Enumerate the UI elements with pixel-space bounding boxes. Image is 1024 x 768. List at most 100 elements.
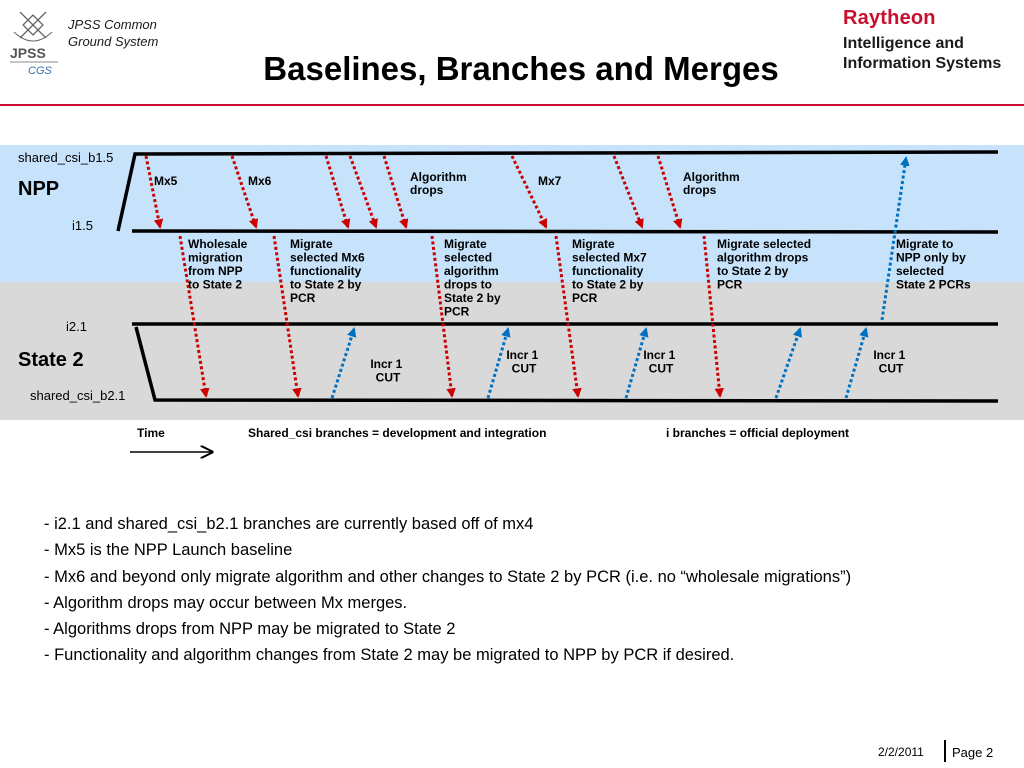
blue-arrow bbox=[774, 327, 803, 399]
red-arrow bbox=[554, 235, 582, 398]
label-incr1-cut: Incr 1 CUT bbox=[873, 348, 908, 376]
note-item: - Mx6 and beyond only migrate algorithm … bbox=[44, 567, 852, 586]
branch-line-shared-csi-b21 bbox=[134, 326, 999, 403]
legend-time: Time bbox=[137, 426, 165, 440]
branch-line-i15 bbox=[131, 229, 999, 234]
satellite-icon bbox=[13, 11, 53, 42]
branch-label-shared-csi-b21: shared_csi_b2.1 bbox=[30, 388, 125, 403]
red-arrow bbox=[702, 235, 725, 398]
notes-list: - i2.1 and shared_csi_b2.1 branches are … bbox=[44, 511, 944, 669]
label-line: State 2 by bbox=[444, 291, 501, 305]
red-arrow bbox=[612, 155, 644, 229]
legend-i-branches: i branches = official deployment bbox=[666, 426, 849, 440]
page-title: Baselines, Branches and Merges bbox=[263, 50, 779, 87]
label-line: functionality bbox=[290, 264, 362, 278]
label-line: CUT bbox=[376, 371, 401, 385]
label-incr1-cut: Incr 1 CUT bbox=[643, 348, 678, 376]
label-incr1-cut: Incr 1 CUT bbox=[506, 348, 541, 376]
label-line: algorithm drops bbox=[717, 251, 809, 265]
red-arrow bbox=[656, 155, 683, 229]
label-line: to State 2 by bbox=[290, 278, 362, 292]
legend-shared-branches: Shared_csi branches = development and in… bbox=[248, 426, 546, 440]
label-incr1-cut: Incr 1 CUT bbox=[370, 357, 405, 385]
label-line: from NPP bbox=[188, 264, 243, 278]
label-line: CUT bbox=[512, 362, 537, 376]
label-line: Algorithm bbox=[683, 170, 740, 184]
label-line: to State 2 by bbox=[572, 278, 644, 292]
label-line: selected Mx7 bbox=[572, 251, 647, 265]
label-line: Incr 1 bbox=[370, 357, 402, 371]
label-line: CUT bbox=[879, 362, 904, 376]
branch-label-shared-csi-b15: shared_csi_b1.5 bbox=[18, 150, 113, 165]
label-migrate-to-npp: Migrate to NPP only by selected State 2 … bbox=[896, 237, 971, 292]
label-algorithm-drops-2: Algorithm drops bbox=[683, 170, 743, 197]
merge-arrows-blue bbox=[330, 156, 910, 399]
brand-line2: Information Systems bbox=[843, 55, 1002, 72]
branch-line-shared-csi-b15 bbox=[116, 150, 999, 232]
label-line: NPP only by bbox=[896, 251, 966, 265]
jpss-cgs-logo: JPSS CGS bbox=[10, 11, 58, 77]
label-line: State 2 PCRs bbox=[896, 278, 971, 292]
brand-logo: Raytheon Intelligence and Information Sy… bbox=[843, 8, 1001, 74]
footer-divider bbox=[944, 740, 946, 762]
label-migrate-algorithm-1: Migrate selected algorithm drops to Stat… bbox=[444, 237, 504, 319]
state2-band bbox=[0, 282, 1024, 420]
label-line: CUT bbox=[649, 362, 674, 376]
npp-label: NPP bbox=[18, 178, 59, 200]
label-migrate-algorithm-2: Migrate selected algorithm drops to Stat… bbox=[717, 237, 814, 292]
logo-caption-line2: Ground System bbox=[68, 34, 159, 49]
red-arrow bbox=[230, 155, 259, 229]
blue-arrow bbox=[624, 327, 649, 399]
note-item: - i2.1 and shared_csi_b2.1 branches are … bbox=[44, 515, 534, 533]
blue-arrow bbox=[844, 327, 869, 399]
label-migrate-mx6: Migrate selected Mx6 functionality to St… bbox=[290, 237, 368, 305]
label-line: to State 2 by bbox=[717, 264, 789, 278]
label-mx7: Mx7 bbox=[538, 174, 562, 188]
label-wholesale-migration: Wholesale migration from NPP to State 2 bbox=[188, 237, 251, 292]
brand-line1: Intelligence and bbox=[843, 35, 964, 52]
red-arrow bbox=[324, 155, 351, 229]
footer-date: 2/2/2011 bbox=[878, 745, 924, 759]
note-item: - Algorithms drops from NPP may be migra… bbox=[44, 620, 456, 639]
blue-arrow bbox=[486, 327, 511, 399]
red-arrow bbox=[348, 155, 378, 229]
logo-caption-line1: JPSS Common bbox=[68, 17, 157, 32]
label-line: selected bbox=[896, 264, 944, 278]
label-line: Migrate bbox=[290, 237, 333, 251]
note-item: - Functionality and algorithm changes fr… bbox=[44, 646, 735, 665]
branch-merge-diagram: shared_csi_b1.5 NPP i1.5 i2.1 State 2 sh… bbox=[0, 145, 1024, 470]
red-arrow bbox=[510, 155, 548, 229]
branch-label-i15: i1.5 bbox=[72, 218, 93, 233]
header-divider bbox=[0, 104, 1024, 106]
label-line: PCR bbox=[717, 278, 743, 292]
label-line: Incr 1 bbox=[506, 348, 538, 362]
state2-label: State 2 bbox=[18, 349, 84, 371]
note-item: - Algorithm drops may occur between Mx m… bbox=[44, 593, 408, 612]
label-line: algorithm bbox=[444, 264, 499, 278]
logo-mark-jpss: JPSS bbox=[10, 45, 46, 61]
logo-caption: JPSS Common Ground System bbox=[68, 16, 158, 50]
label-line: Migrate bbox=[444, 237, 487, 251]
label-line: to State 2 bbox=[188, 278, 242, 292]
label-line: Incr 1 bbox=[643, 348, 675, 362]
label-line: Incr 1 bbox=[873, 348, 905, 362]
label-line: Migrate bbox=[572, 237, 615, 251]
label-algorithm-drops-1: Algorithm drops bbox=[410, 170, 470, 197]
label-line: Migrate selected bbox=[717, 237, 811, 251]
label-line: migration bbox=[188, 251, 243, 265]
label-mx6: Mx6 bbox=[248, 174, 272, 188]
label-line: selected bbox=[444, 251, 492, 265]
label-migrate-mx7: Migrate selected Mx7 functionality to St… bbox=[572, 237, 650, 305]
blue-arrow bbox=[330, 327, 357, 399]
label-line: PCR bbox=[444, 305, 470, 319]
note-item: - Mx5 is the NPP Launch baseline bbox=[44, 541, 293, 560]
label-line: drops bbox=[410, 183, 444, 197]
red-arrow bbox=[272, 235, 302, 398]
red-arrow bbox=[144, 155, 164, 229]
label-line: drops to bbox=[444, 278, 492, 292]
logo-mark-cgs: CGS bbox=[28, 65, 53, 77]
label-line: selected Mx6 bbox=[290, 251, 365, 265]
label-line: PCR bbox=[290, 291, 316, 305]
page-number: Page 2 bbox=[952, 745, 994, 760]
label-line: Wholesale bbox=[188, 237, 248, 251]
